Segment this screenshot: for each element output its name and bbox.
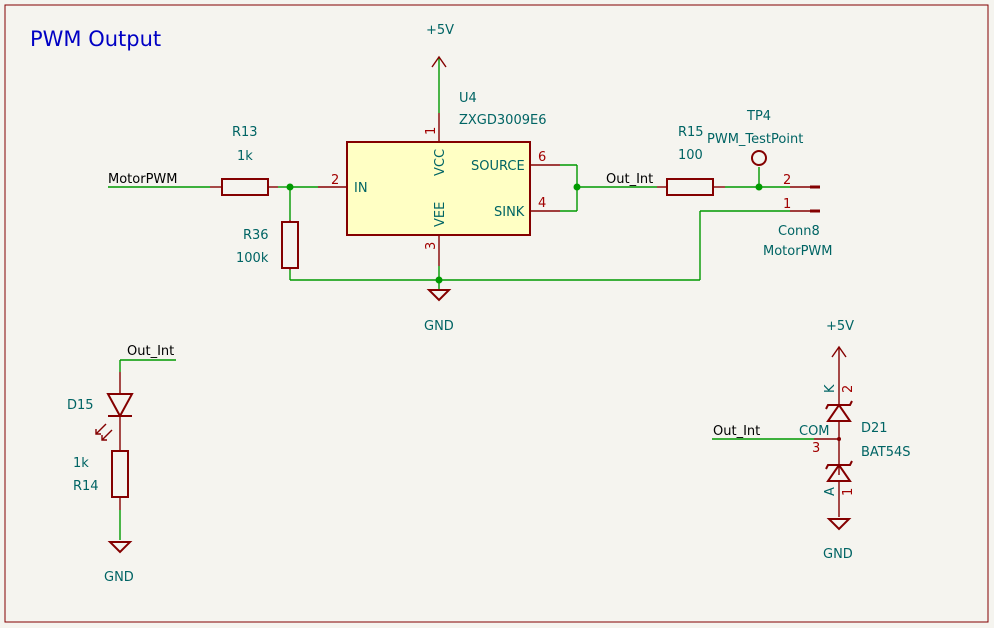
junction-in bbox=[286, 183, 294, 191]
resistor-r13[interactable]: R13 1k bbox=[210, 125, 278, 196]
u4-pin-in-num: 2 bbox=[331, 173, 339, 188]
junction-tp bbox=[755, 183, 763, 191]
net-label-out-int-d21: Out_Int bbox=[713, 424, 760, 439]
d21-k-num: 2 bbox=[841, 385, 856, 393]
d21-com-num: 3 bbox=[812, 441, 820, 456]
conn8-value: MotorPWM bbox=[763, 244, 832, 259]
u4-ref: U4 bbox=[459, 91, 477, 106]
r15-value: 100 bbox=[678, 148, 703, 163]
testpoint-tp4[interactable]: TP4 PWM_TestPoint bbox=[707, 109, 803, 166]
u4-pin-vee-name: VEE bbox=[433, 202, 448, 227]
d21-a-num: 1 bbox=[841, 488, 856, 496]
power-5v-top-label: +5V bbox=[426, 23, 454, 38]
r15-ref: R15 bbox=[678, 125, 704, 140]
r36-value: 100k bbox=[236, 251, 269, 266]
r13-value: 1k bbox=[237, 149, 253, 164]
resistor-r36[interactable]: R36 100k bbox=[236, 220, 299, 270]
connector-conn8[interactable]: 2 1 Conn8 MotorPWM bbox=[763, 173, 832, 259]
gnd-right-label: GND bbox=[823, 547, 853, 562]
net-label-motorpwm: MotorPWM bbox=[108, 172, 177, 187]
power-5v-top[interactable]: +5V bbox=[426, 23, 454, 68]
junction-gnd bbox=[435, 276, 443, 284]
u4-pin-source-name: SOURCE bbox=[471, 159, 525, 174]
net-label-out-int-led: Out_Int bbox=[127, 344, 174, 359]
d21-value: BAT54S bbox=[861, 445, 911, 460]
conn8-pin2-num: 2 bbox=[783, 173, 791, 188]
u4-pin-source-num: 6 bbox=[538, 150, 546, 165]
d21-k-name: K bbox=[823, 384, 838, 393]
sheet-title: PWM Output bbox=[30, 27, 161, 51]
conn8-pin1-num: 1 bbox=[783, 197, 791, 212]
u4-pin-vcc-name: VCC bbox=[433, 149, 448, 176]
diode-d21[interactable]: COM 3 K 2 A 1 D21 BAT54S bbox=[799, 384, 911, 517]
led-d15[interactable]: D15 bbox=[67, 372, 134, 451]
d21-ref: D21 bbox=[861, 421, 888, 436]
resistor-r15[interactable]: R15 100 bbox=[657, 125, 725, 196]
gnd-main-label: GND bbox=[424, 319, 454, 334]
u4-value: ZXGD3009E6 bbox=[459, 113, 546, 128]
gnd-symbol-right[interactable]: GND bbox=[823, 518, 853, 562]
ic-u4[interactable]: 2 IN 1 VCC 3 VEE 6 SOURCE 4 SINK U4 ZXGD… bbox=[318, 91, 560, 266]
conn8-ref: Conn8 bbox=[778, 224, 820, 239]
gnd-led-label: GND bbox=[104, 570, 134, 585]
power-5v-right-label: +5V bbox=[826, 319, 854, 334]
u4-pin-in-name: IN bbox=[354, 181, 368, 196]
net-label-out-int: Out_Int bbox=[606, 172, 653, 187]
junction-out bbox=[573, 183, 581, 191]
gnd-symbol-main[interactable]: GND bbox=[424, 289, 454, 334]
r14-ref: R14 bbox=[73, 479, 99, 494]
tp4-ref: TP4 bbox=[746, 109, 771, 124]
u4-pin-vee-num: 3 bbox=[424, 242, 439, 250]
u4-pin-vcc-num: 1 bbox=[424, 127, 439, 135]
d21-a-name: A bbox=[823, 487, 838, 496]
r14-value: 1k bbox=[73, 456, 89, 471]
r13-ref: R13 bbox=[232, 125, 258, 140]
r36-ref: R36 bbox=[243, 228, 269, 243]
tp4-value: PWM_TestPoint bbox=[707, 132, 803, 147]
wires bbox=[108, 57, 814, 540]
d15-ref: D15 bbox=[67, 398, 94, 413]
d21-com-name: COM bbox=[799, 424, 830, 439]
resistor-r14[interactable]: 1k R14 bbox=[73, 450, 129, 510]
power-5v-right[interactable]: +5V bbox=[826, 319, 854, 405]
u4-pin-sink-num: 4 bbox=[538, 196, 546, 211]
u4-pin-sink-name: SINK bbox=[494, 205, 525, 220]
sheet-frame bbox=[4, 4, 989, 623]
gnd-symbol-led[interactable]: GND bbox=[104, 541, 134, 585]
